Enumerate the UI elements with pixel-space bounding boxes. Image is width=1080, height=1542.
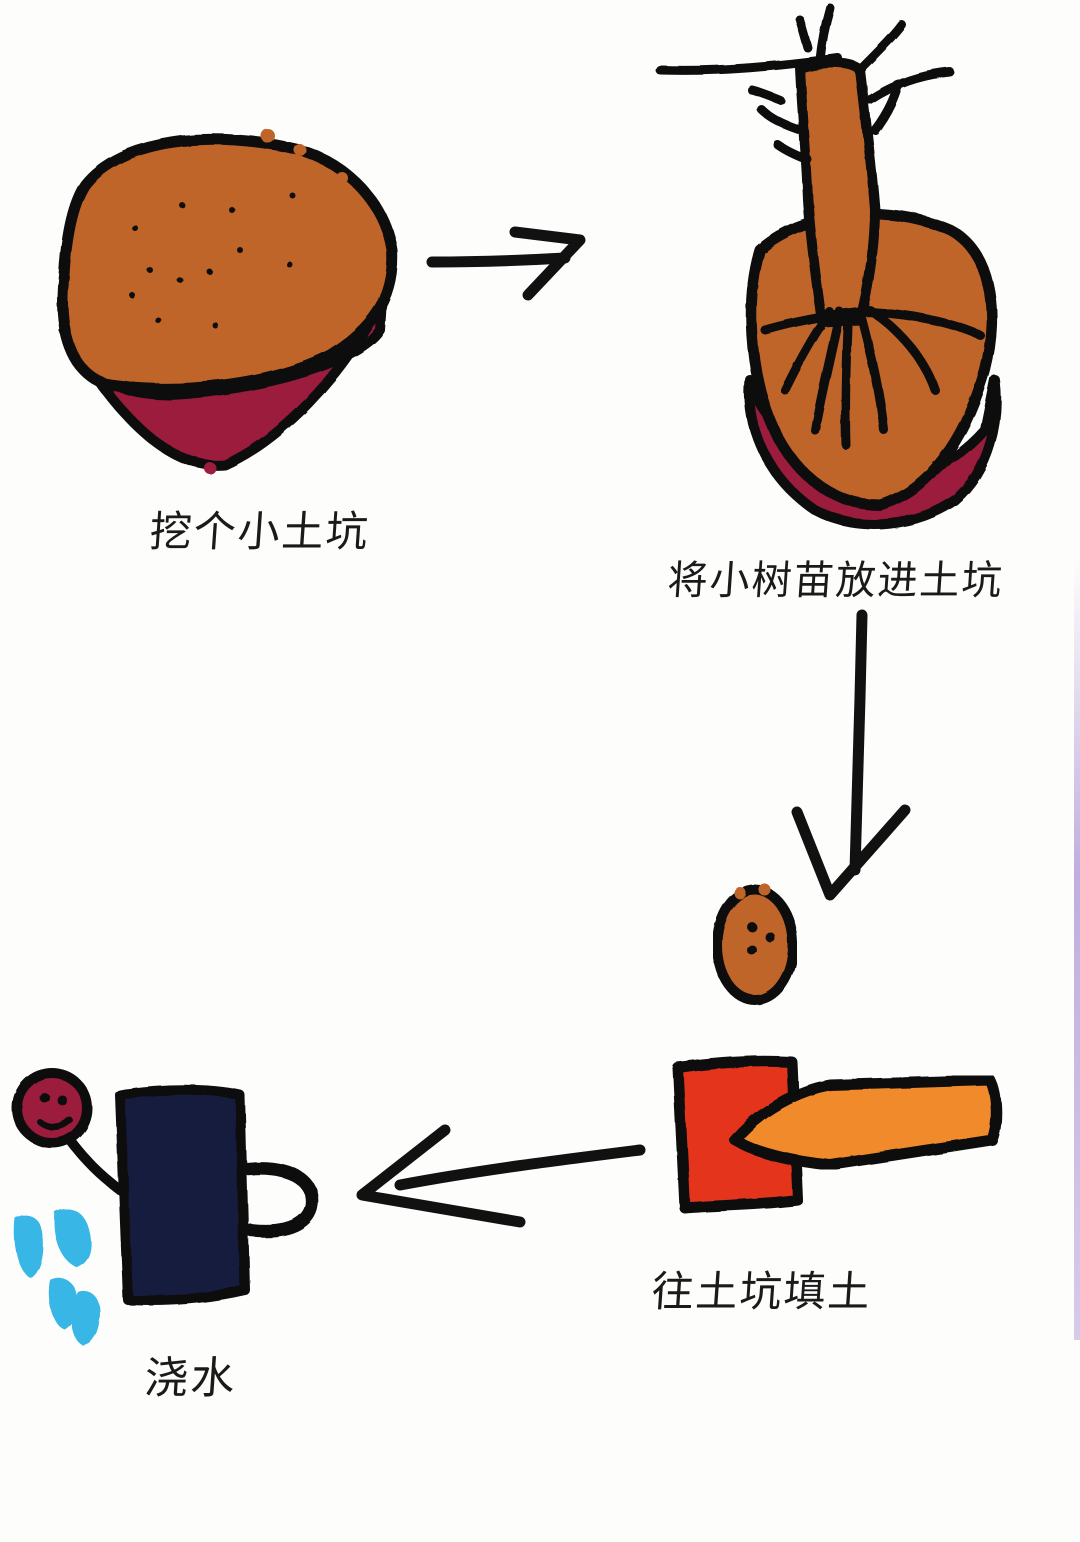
step1-label: 挖个小土坑 <box>148 507 372 556</box>
arrow-left-icon <box>356 1124 646 1228</box>
step4-label: 浇水 <box>142 1353 239 1404</box>
step2-label: 将小树苗放进土坑 <box>666 558 1006 604</box>
shovel-drawing <box>729 1074 1002 1171</box>
watering-drawing <box>12 1068 319 1345</box>
paper-edge-shadow <box>1074 560 1080 1340</box>
arrow-down-icon <box>791 609 911 901</box>
sapling-in-pit-drawing <box>655 3 1002 530</box>
step3-label: 往土坑填土 <box>650 1267 874 1316</box>
arrow-right-icon <box>426 226 586 301</box>
pit-drawing <box>57 129 398 474</box>
soil-clump-drawing <box>712 884 798 1005</box>
